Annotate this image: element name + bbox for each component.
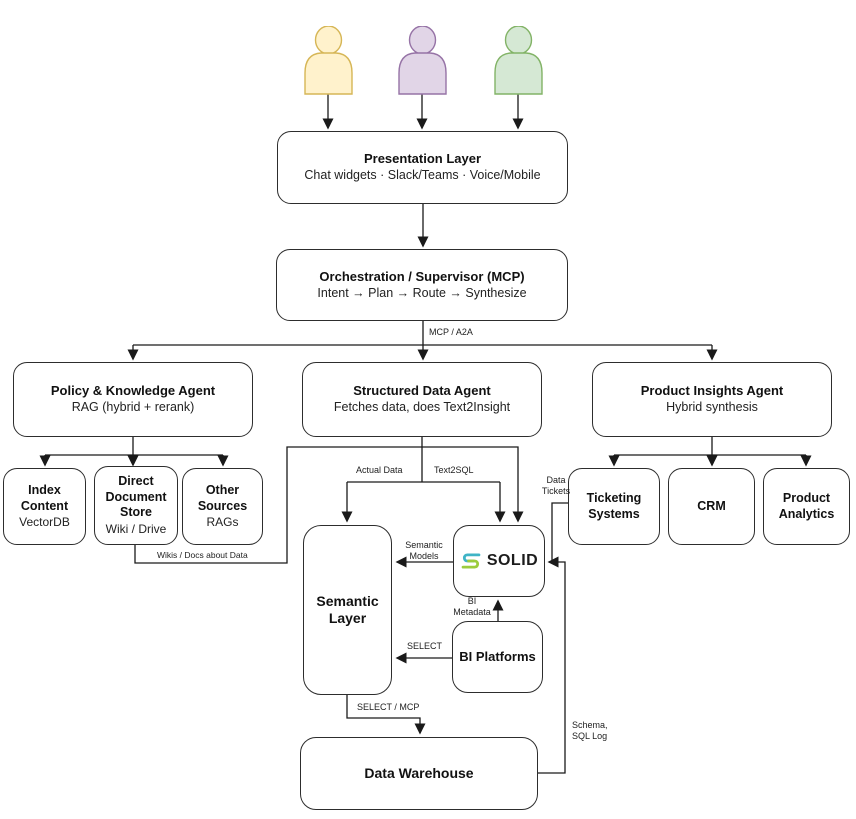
- node-subtitle: RAG (hybrid + rerank): [71, 400, 195, 415]
- node-crm: CRM: [668, 468, 755, 545]
- edge-label-schema-sql-log: Schema, SQL Log: [572, 720, 608, 742]
- node-product-insights-agent: Product Insights Agent Hybrid synthesis: [592, 362, 832, 437]
- node-title: Policy & Knowledge Agent: [50, 383, 216, 399]
- node-title: CRM: [697, 498, 726, 513]
- node-presentation-layer: Presentation Layer Chat widgets · Slack/…: [277, 131, 568, 204]
- node-policy-knowledge-agent: Policy & Knowledge Agent RAG (hybrid + r…: [13, 362, 253, 437]
- node-title: Presentation Layer: [363, 151, 482, 167]
- node-subtitle: Chat widgets · Slack/Teams · Voice/Mobil…: [304, 168, 541, 183]
- node-bi-platforms: BI Platforms: [452, 621, 543, 693]
- node-title: Ticketing Systems: [586, 490, 642, 521]
- node-title: Orchestration / Supervisor (MCP): [319, 268, 525, 284]
- node-subtitle: VectorDB: [19, 515, 70, 530]
- node-solid: SOLID: [453, 525, 545, 597]
- edge-label-bi-metadata: BI Metadata: [453, 596, 491, 618]
- node-title: Data Warehouse: [364, 764, 474, 781]
- node-subtitle: Fetches data, does Text2Insight: [333, 400, 511, 415]
- edge-label-wikis-docs: Wikis / Docs about Data: [157, 550, 248, 560]
- node-index-content: Index Content VectorDB: [3, 468, 86, 545]
- node-other-sources: Other Sources RAGs: [182, 468, 263, 545]
- edge-label-mcp-a2a: MCP / A2A: [429, 327, 473, 337]
- node-title: BI Platforms: [459, 648, 536, 664]
- edge-label-actual-data: Actual Data: [356, 465, 403, 475]
- node-title: Direct Document Store: [105, 474, 167, 520]
- solid-logo-icon: [461, 553, 481, 569]
- node-ticketing-systems: Ticketing Systems: [568, 468, 660, 545]
- node-title: Product Insights Agent: [640, 383, 784, 399]
- node-structured-data-agent: Structured Data Agent Fetches data, does…: [302, 362, 542, 437]
- node-subtitle: Hybrid synthesis: [666, 400, 758, 415]
- edge-label-text2sql: Text2SQL: [434, 465, 474, 475]
- node-title: Semantic Layer: [316, 592, 379, 627]
- node-subtitle: Wiki / Drive: [105, 521, 167, 536]
- node-title: Product Analytics: [778, 490, 835, 521]
- node-direct-document-store: Direct Document Store Wiki / Drive: [94, 466, 178, 545]
- node-title: Index Content: [20, 482, 69, 513]
- edge-label-select: SELECT: [407, 641, 443, 651]
- user-icon-yellow: [304, 26, 353, 95]
- node-data-warehouse: Data Warehouse: [300, 737, 538, 810]
- node-title: SOLID: [486, 552, 539, 569]
- user-icon-purple: [398, 26, 447, 95]
- edge-label-semantic-models: Semantic Models: [405, 540, 443, 562]
- node-subtitle: Intent → Plan → Route → Synthesize: [317, 285, 527, 300]
- node-title: Other Sources: [197, 482, 248, 513]
- node-semantic-layer: Semantic Layer: [303, 525, 392, 695]
- edge-label-data-tickets: Data Tickets: [541, 475, 571, 497]
- node-subtitle: RAGs: [206, 515, 239, 530]
- node-title: Structured Data Agent: [353, 383, 491, 399]
- node-orchestration-supervisor: Orchestration / Supervisor (MCP) Intent …: [276, 249, 568, 321]
- edge-label-select-mcp: SELECT / MCP: [357, 702, 420, 712]
- user-icon-green: [494, 26, 543, 95]
- node-product-analytics: Product Analytics: [763, 468, 850, 545]
